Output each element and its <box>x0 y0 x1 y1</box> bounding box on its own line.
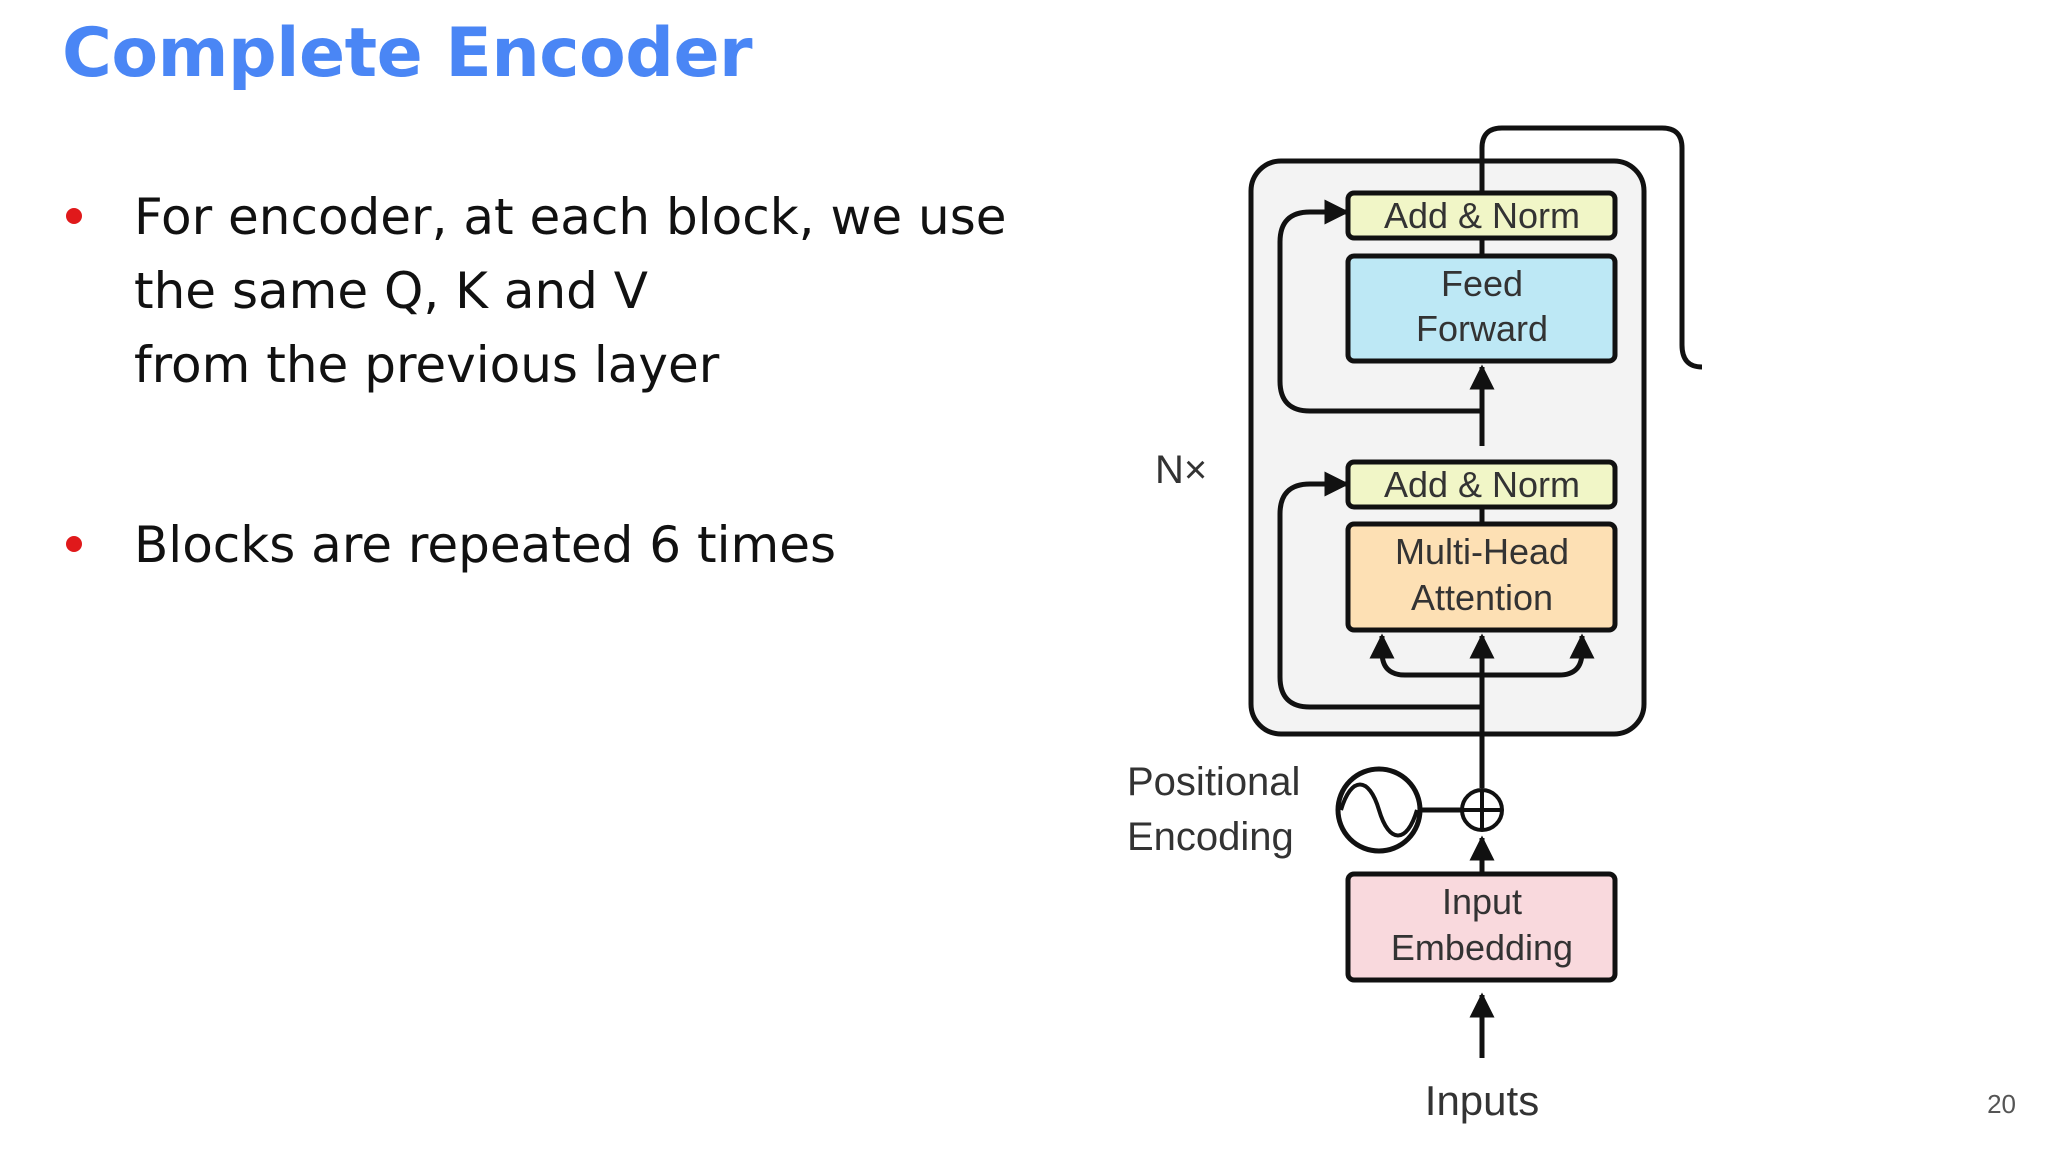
positional-encoding-label: Positional <box>1127 760 1300 804</box>
multi-head-attention-block <box>1345 521 1618 633</box>
bullet-line: Blocks are repeated 6 times <box>134 516 837 574</box>
add-norm-top-block <box>1345 190 1618 241</box>
bullet-dot-icon <box>66 208 82 224</box>
bullet-item: For encoder, at each block, we use the s… <box>62 180 1062 402</box>
repeat-label: N× <box>1155 448 1207 492</box>
bullet-line: the same Q, K and V <box>134 262 648 320</box>
slide-title: Complete Encoder <box>62 14 753 93</box>
input-embedding-block <box>1345 871 1618 983</box>
query-branch-arrow <box>1369 633 1482 678</box>
multi-head-attention-label: Attention <box>1411 577 1553 618</box>
bullet-dot-icon <box>66 536 82 552</box>
bullet-line: from the previous layer <box>134 336 720 394</box>
encoder-layer-panel <box>1248 158 1647 737</box>
feed-forward-label: Feed <box>1441 263 1523 304</box>
value-branch-arrow <box>1482 633 1595 678</box>
bullet-item: Blocks are repeated 6 times <box>62 508 1062 582</box>
page-number: 20 <box>1987 1089 2016 1119</box>
input-embedding-label: Embedding <box>1391 927 1573 968</box>
positional-encoding-label: Encoding <box>1127 815 1294 859</box>
add-norm-top-label: Add & Norm <box>1384 195 1580 236</box>
encoder-output-line <box>1479 125 1703 370</box>
bullet-list: For encoder, at each block, we use the s… <box>62 180 1062 582</box>
add-norm-bottom-block <box>1345 459 1618 510</box>
feed-forward-block <box>1345 253 1618 364</box>
multi-head-attention-label: Multi-Head <box>1395 531 1569 572</box>
residual-attention-arrow <box>1277 471 1482 710</box>
residual-ffn-arrow <box>1277 199 1482 414</box>
feed-forward-label: Forward <box>1416 308 1548 349</box>
bullet-line: For encoder, at each block, we use <box>134 188 1007 246</box>
add-norm-bottom-label: Add & Norm <box>1384 464 1580 505</box>
input-embedding-label: Input <box>1442 881 1522 922</box>
inputs-label: Inputs <box>1425 1077 1539 1124</box>
sine-wave-curve <box>1339 782 1419 838</box>
